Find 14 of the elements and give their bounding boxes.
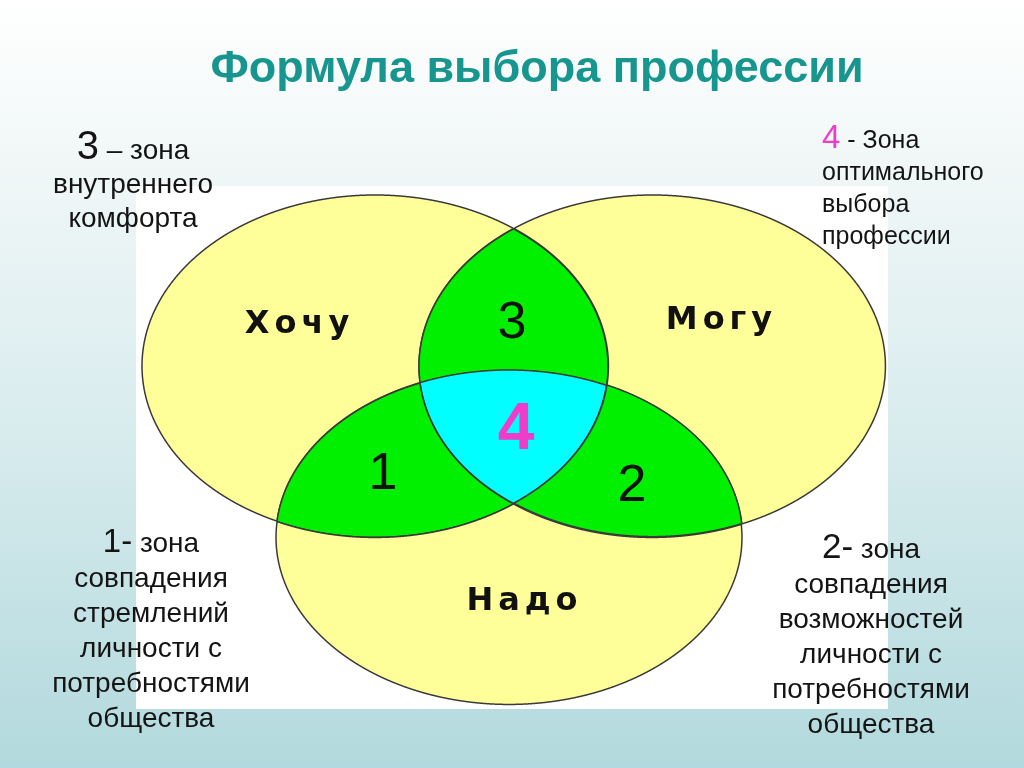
center-overlap-region	[419, 369, 608, 505]
title: Формула выбора профессии	[210, 42, 864, 92]
zone-description: 4 - Зона оптимального выбора профессии	[822, 121, 984, 251]
ellipse-label: Надо	[465, 583, 583, 615]
zone-description: 3 – зона внутреннего комфорта	[53, 128, 213, 235]
zone-number: 2	[617, 457, 647, 509]
zone-description: 2- зона совпадения возможностей личности с потребностями общества	[772, 528, 970, 741]
ellipse-label: Хочу	[243, 306, 355, 338]
zone-number: 3	[497, 294, 527, 346]
overlap-region	[418, 227, 609, 387]
ellipse-label: Могу	[664, 302, 778, 334]
zone-number: 4	[497, 393, 535, 459]
zone-number: 1	[368, 445, 398, 497]
zone-description: 1- зона совпадения стремлений личности с потребностями общества	[52, 523, 250, 735]
